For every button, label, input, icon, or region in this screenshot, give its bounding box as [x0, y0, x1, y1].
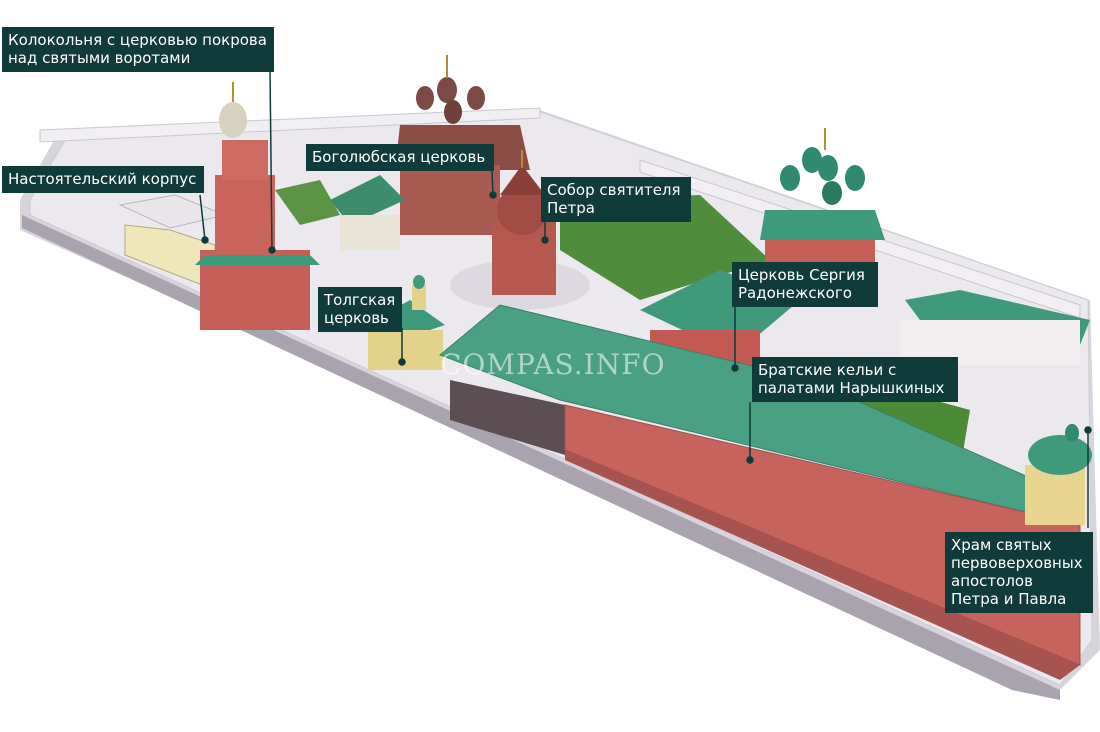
refectory-wall — [340, 215, 400, 250]
label-sergius: Церковь Сергия Радонежского — [732, 262, 878, 307]
sergius-dome-2 — [802, 147, 822, 173]
north-wall — [39, 107, 541, 143]
peterpaul-body — [1025, 465, 1085, 525]
bogolyubskaya-dome-3 — [467, 86, 485, 110]
lawn-west — [275, 180, 340, 225]
peterpaul-cupola — [1065, 424, 1079, 442]
sergius-dome-1 — [780, 165, 800, 191]
bogolyubskaya-wall — [400, 165, 500, 235]
brotherhood-dark-section — [450, 380, 565, 455]
sobor-drum — [497, 185, 547, 235]
belltower-tier-2 — [222, 140, 268, 180]
label-belltower: Колокольня с церковью покрова над святым… — [2, 27, 274, 72]
bogolyubskaya-dome-1 — [416, 86, 434, 110]
label-brotherhood: Братские кельи с палатами Нарышкиных — [752, 357, 958, 402]
sergius-tower-roof — [760, 210, 885, 240]
sergius-dome-3 — [818, 155, 838, 181]
label-bogolyubskaya: Боголюбская церковь — [306, 144, 494, 171]
bogolyubskaya-dome-4 — [444, 100, 462, 124]
label-sobor-petra: Собор святителя Петра — [541, 177, 691, 222]
sobor-roof — [500, 165, 545, 195]
peterpaul-dome — [1028, 435, 1092, 475]
sergius-dome-5 — [822, 181, 842, 205]
leader-lines — [199, 69, 1092, 528]
belltower-tier-1 — [215, 175, 275, 255]
label-peterpaul: Храм святых первоверховных апостолов Пет… — [945, 532, 1093, 613]
brotherhood-wall-shade — [565, 450, 1080, 680]
tolgskaya-dome — [413, 275, 425, 289]
label-abbot-building: Настоятельский корпус — [2, 166, 204, 193]
tolgskaya-wall — [368, 330, 443, 370]
ground-base-edge — [22, 215, 1060, 700]
tolgskaya-tower — [412, 285, 426, 310]
label-tolgskaya: Толгская церковь — [318, 287, 402, 332]
sergius-dome-4 — [845, 165, 865, 191]
refectory-roof — [330, 175, 405, 225]
belltower-dome — [219, 102, 247, 138]
belltower-roof — [195, 255, 320, 265]
bogolyubskaya-dome-2 — [437, 77, 457, 103]
